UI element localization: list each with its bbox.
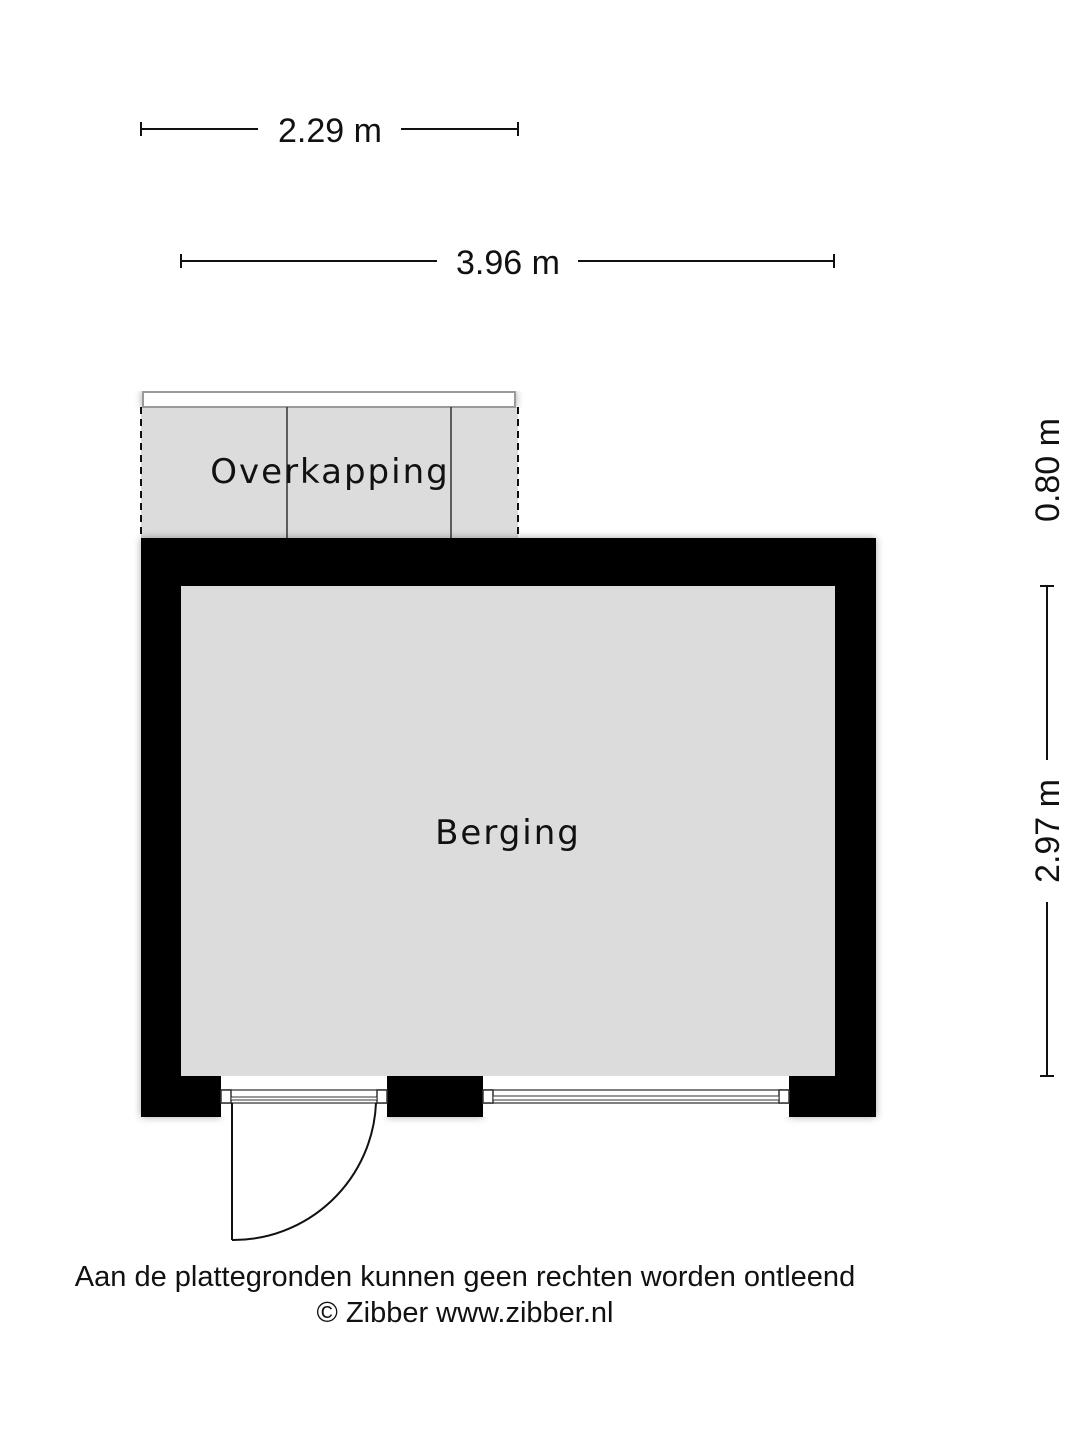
- dimension-right-upper: 0.80 m: [1029, 418, 1067, 522]
- room-label-storage: Berging: [435, 813, 581, 853]
- storage-room: Berging: [141, 538, 876, 1117]
- dimension-label: 2.29 m: [278, 112, 382, 150]
- dimension-label: 3.96 m: [456, 244, 560, 282]
- room-label-canopy: Overkapping: [210, 452, 449, 492]
- disclaimer-text: Aan de plattegronden kunnen geen rechten…: [74, 1261, 856, 1293]
- copyright-text: © Zibber www.zibber.nl: [316, 1297, 614, 1329]
- dimension-top-long: 3.96 m: [180, 244, 835, 282]
- dimension-top-short: 2.29 m: [140, 112, 519, 150]
- window: [482, 1076, 790, 1117]
- door: [220, 1076, 388, 1242]
- dimension-label: 0.80 m: [1029, 418, 1067, 522]
- canopy-area: Overkapping: [140, 391, 519, 538]
- dimension-right-lower: 2.97 m: [1029, 585, 1067, 1077]
- dimension-label: 2.97 m: [1029, 779, 1067, 883]
